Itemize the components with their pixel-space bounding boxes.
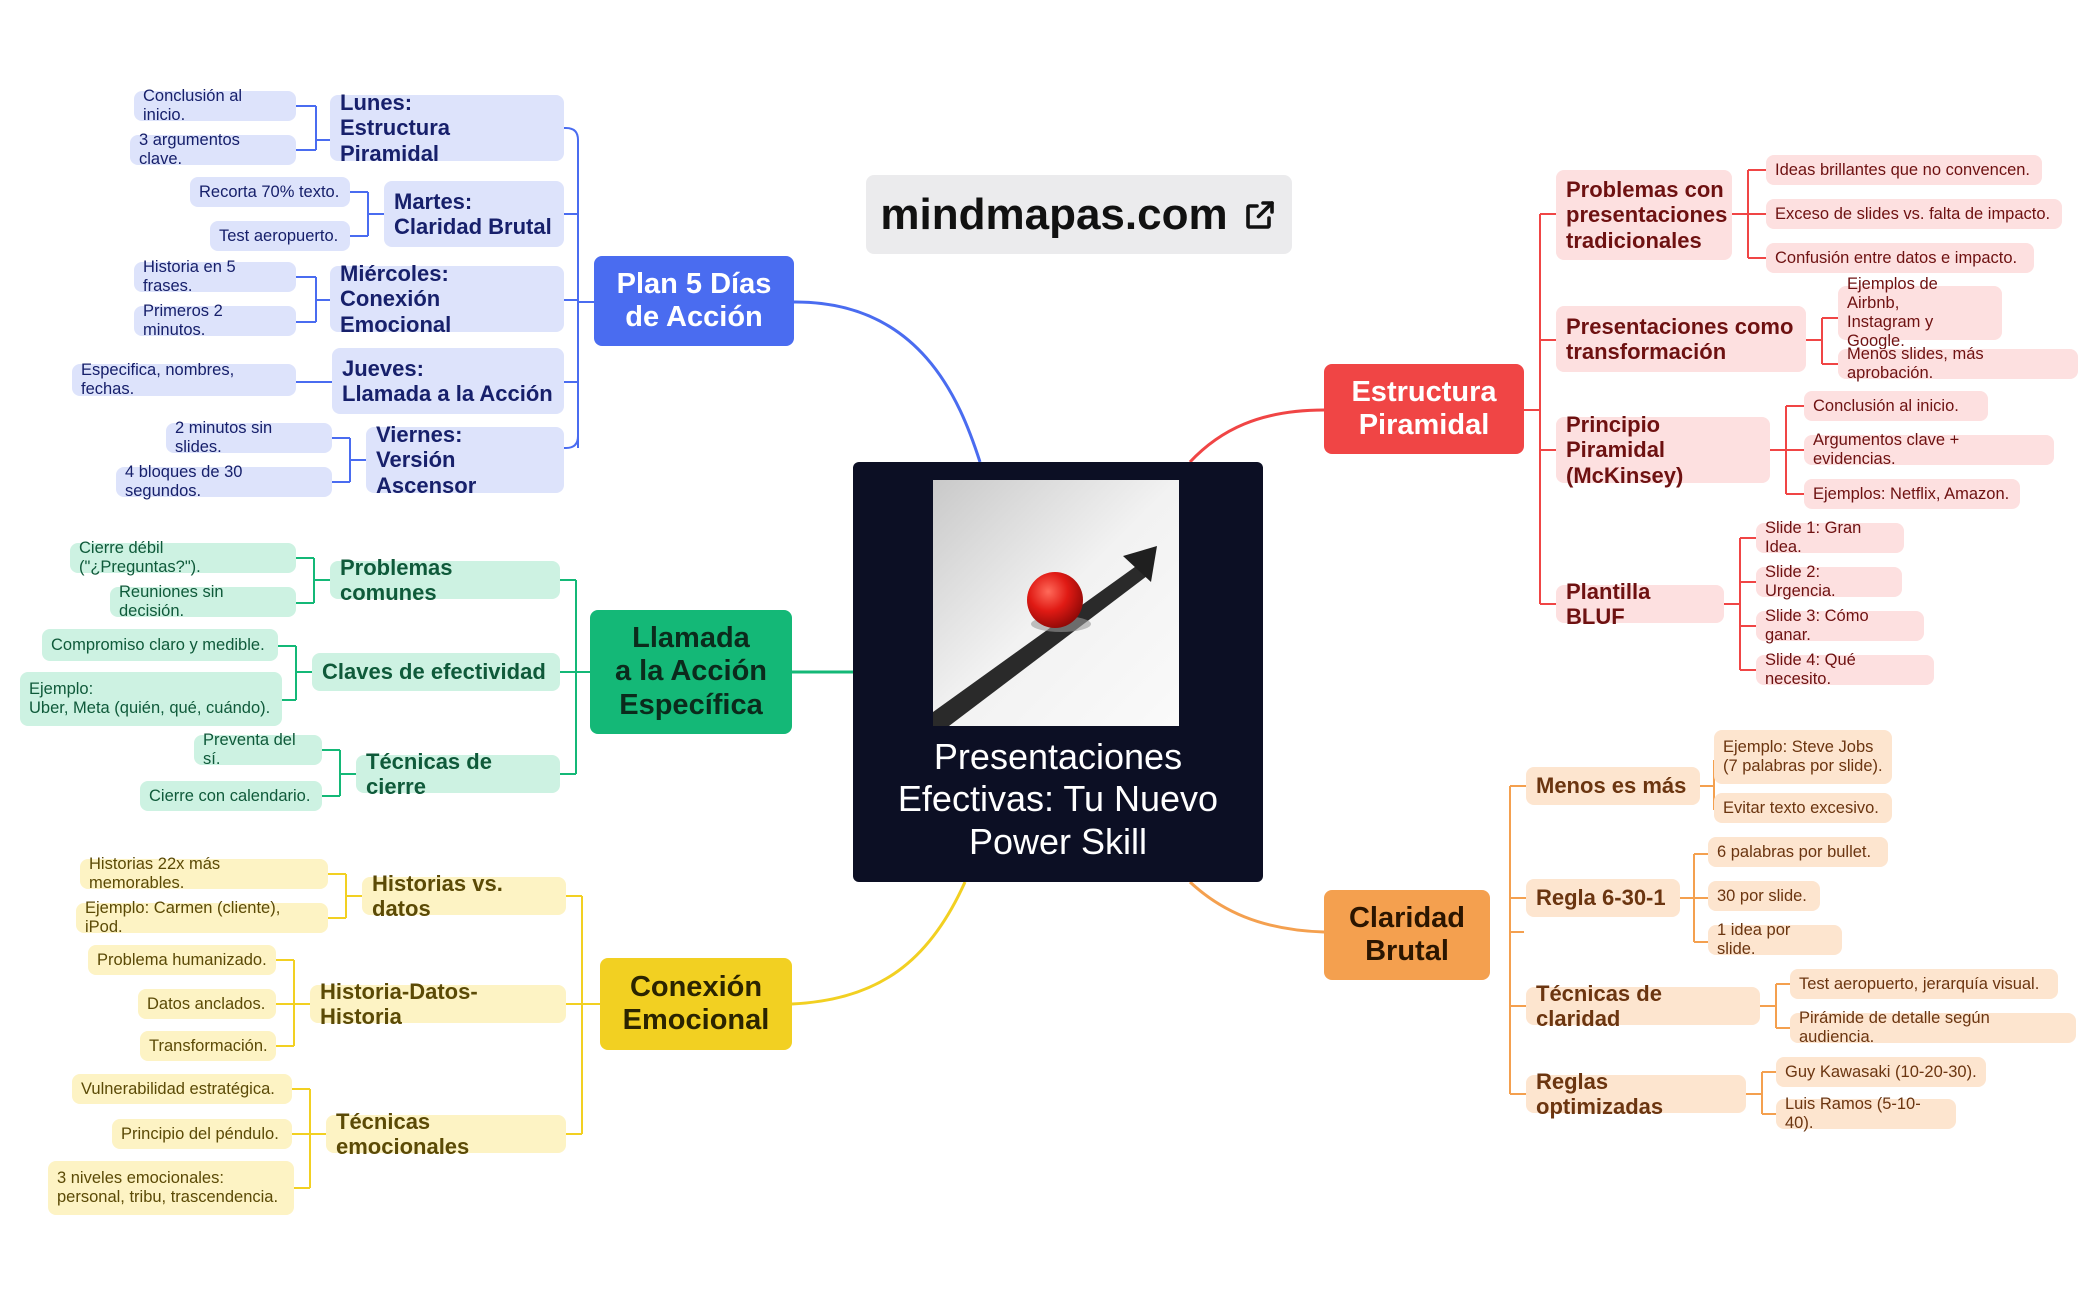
main-connector	[1188, 880, 1325, 934]
leaf-note[interactable]: 4 bloques de 30 segundos.	[116, 463, 332, 500]
leaf-note[interactable]: Primeros 2 minutos.	[134, 302, 296, 339]
topic-claves-efectividad[interactable]: Claves de efectividad	[312, 653, 560, 691]
topic-lunes[interactable]: Lunes: Estructura Piramidal	[330, 90, 564, 166]
branch-claridad-brutal[interactable]: Claridad Brutal	[1324, 890, 1490, 980]
topic-tecnicas-emocionales[interactable]: Técnicas emocionales	[326, 1109, 566, 1159]
leaf-note[interactable]: 2 minutos sin slides.	[166, 419, 332, 456]
leaf-note[interactable]: Pirámide de detalle según audiencia.	[1790, 1009, 2076, 1046]
leaf-note[interactable]: Evitar texto excesivo.	[1714, 793, 1892, 823]
topic-viernes[interactable]: Viernes: Versión Ascensor	[366, 422, 564, 498]
leaf-note[interactable]: Ejemplo: Steve Jobs (7 palabras por slid…	[1714, 730, 1892, 784]
topic-regla-6-30-1[interactable]: Regla 6-30-1	[1526, 879, 1680, 917]
topic-principio-piramidal[interactable]: Principio Piramidal (McKinsey)	[1556, 412, 1770, 488]
leaf-note[interactable]: Historia en 5 frases.	[134, 258, 296, 295]
leaf-note[interactable]: Test aeropuerto, jerarquía visual.	[1790, 969, 2058, 999]
topic-problemas-comunes[interactable]: Problemas comunes	[330, 555, 560, 605]
leaf-note[interactable]: 3 niveles emocionales: personal, tribu, …	[48, 1161, 294, 1215]
leaf-note[interactable]: 6 palabras por bullet.	[1708, 837, 1888, 867]
leaf-note[interactable]: Test aeropuerto.	[210, 221, 350, 251]
leaf-note[interactable]: Ejemplos: Netflix, Amazon.	[1804, 479, 2020, 509]
leaf-note[interactable]: Problema humanizado.	[88, 945, 276, 975]
main-connector	[791, 300, 982, 463]
leaf-note[interactable]: Reuniones sin decisión.	[110, 583, 296, 620]
leaf-note[interactable]: Exceso de slides vs. falta de impacto.	[1766, 199, 2062, 229]
leaf-note[interactable]: Confusión entre datos e impacto.	[1766, 243, 2034, 273]
topic-problemas-tradicionales[interactable]: Problemas con presentaciones tradicional…	[1556, 170, 1732, 260]
leaf-note[interactable]: Principio del péndulo.	[112, 1119, 292, 1149]
central-topic-title: Presentaciones Efectivas: Tu Nuevo Power…	[897, 736, 1219, 862]
leaf-note[interactable]: Especifica, nombres, fechas.	[72, 361, 296, 398]
brand-text: mindmapas.com	[880, 189, 1228, 239]
leaf-note[interactable]: Conclusión al inicio.	[134, 87, 296, 124]
leaf-note[interactable]: Preventa del sí.	[194, 731, 322, 768]
topic-jueves[interactable]: Jueves: Llamada a la Acción	[332, 348, 564, 414]
leaf-note[interactable]: Ejemplo: Uber, Meta (quién, qué, cuándo)…	[20, 672, 282, 726]
leaf-note[interactable]: Historias 22x más memorables.	[80, 855, 328, 892]
leaf-note[interactable]: Menos slides, más aprobación.	[1838, 345, 2078, 382]
leaf-note[interactable]: Guy Kawasaki (10-20-30).	[1776, 1057, 1986, 1087]
main-connector	[1188, 408, 1325, 464]
topic-tecnicas-claridad[interactable]: Técnicas de claridad	[1526, 981, 1760, 1031]
topic-presentaciones-transformacion[interactable]: Presentaciones como transformación	[1556, 306, 1806, 372]
branch-conexion-emocional[interactable]: Conexión Emocional	[600, 958, 792, 1050]
leaf-note[interactable]: Slide 4: Qué necesito.	[1756, 651, 1934, 688]
leaf-note[interactable]: Argumentos clave + evidencias.	[1804, 431, 2054, 468]
topic-martes[interactable]: Martes: Claridad Brutal	[384, 181, 564, 247]
topic-menos-es-mas[interactable]: Menos es más	[1526, 767, 1700, 805]
leaf-note[interactable]: Vulnerabilidad estratégica.	[72, 1074, 292, 1104]
main-connector	[791, 881, 967, 1006]
leaf-note[interactable]: Transformación.	[140, 1031, 276, 1061]
leaf-note[interactable]: Slide 2: Urgencia.	[1756, 563, 1902, 600]
branch-plan-5-dias[interactable]: Plan 5 Días de Acción	[594, 256, 794, 346]
leaf-note[interactable]: Luis Ramos (5-10-40).	[1776, 1095, 1956, 1132]
leaf-note[interactable]: Recorta 70% texto.	[190, 177, 350, 207]
leaf-note[interactable]: Ideas brillantes que no convencen.	[1766, 155, 2042, 185]
topic-plantilla-bluf[interactable]: Plantilla BLUF	[1556, 579, 1724, 629]
topic-historia-datos-historia[interactable]: Historia-Datos-Historia	[310, 979, 566, 1029]
leaf-note[interactable]: Compromiso claro y medible.	[42, 629, 278, 661]
external-link-icon	[1245, 200, 1274, 229]
leaf-note[interactable]: 1 idea por slide.	[1708, 921, 1842, 958]
central-topic[interactable]: Presentaciones Efectivas: Tu Nuevo Power…	[853, 462, 1263, 882]
topic-reglas-optimizadas[interactable]: Reglas optimizadas	[1526, 1069, 1746, 1119]
leaf-note[interactable]: Cierre con calendario.	[140, 781, 322, 811]
leaf-note[interactable]: Slide 1: Gran Idea.	[1756, 519, 1904, 556]
red-ball-arrow-image	[933, 480, 1179, 726]
topic-historias-datos[interactable]: Historias vs. datos	[362, 871, 566, 921]
leaf-note[interactable]: 3 argumentos clave.	[130, 131, 296, 168]
leaf-note[interactable]: Cierre débil ("¿Preguntas?").	[70, 539, 296, 576]
leaf-note[interactable]: Slide 3: Cómo ganar.	[1756, 607, 1924, 644]
leaf-note[interactable]: Conclusión al inicio.	[1804, 391, 1988, 421]
brand-link[interactable]: mindmapas.com	[866, 175, 1292, 254]
leaf-note[interactable]: Ejemplo: Carmen (cliente), iPod.	[76, 899, 328, 936]
branch-estructura-piramidal[interactable]: Estructura Piramidal	[1324, 364, 1524, 454]
leaf-note[interactable]: Datos anclados.	[138, 989, 276, 1019]
topic-tecnicas-cierre[interactable]: Técnicas de cierre	[356, 749, 560, 799]
branch-llamada-accion[interactable]: Llamada a la Acción Específica	[590, 610, 792, 734]
leaf-note[interactable]: 30 por slide.	[1708, 881, 1820, 911]
leaf-note[interactable]: Ejemplos de Airbnb, Instagram y Google.	[1838, 275, 2002, 350]
topic-miercoles[interactable]: Miércoles: Conexión Emocional	[330, 261, 564, 337]
